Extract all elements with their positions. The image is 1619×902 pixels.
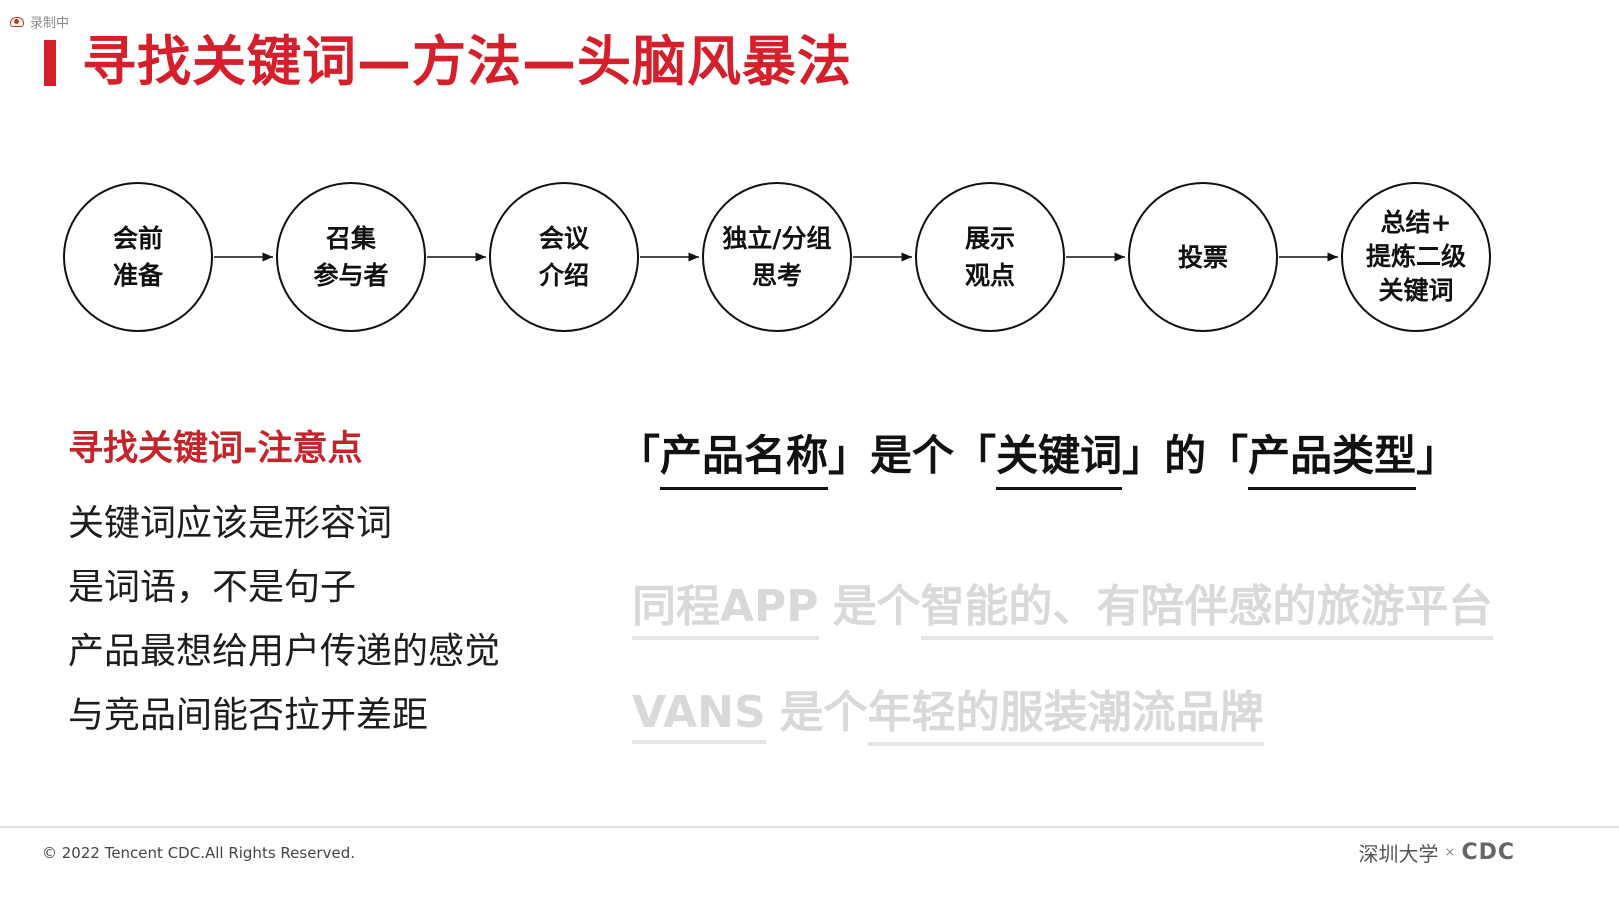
- example-product-name: 同程APP: [632, 570, 819, 640]
- bracket-open: 「: [1206, 431, 1249, 480]
- szu-logo: 深圳大学: [1358, 842, 1439, 866]
- example-tongcheng: 同程APP 是个 智能的、有陪伴感的 旅游平台: [632, 570, 1493, 640]
- cdc-logo: CDC: [1461, 840, 1515, 865]
- footer-divider: [0, 826, 1619, 828]
- partner-logos: 深圳大学 × CDC: [1359, 838, 1515, 867]
- formula-de: 的: [1164, 431, 1207, 480]
- bracket-close: 」: [1122, 431, 1165, 480]
- example-vans: VANS 是个 年轻的 服装潮流品牌: [632, 676, 1264, 746]
- keyword-formula: 「 产品名称 」 是个 「 关键词 」 的 「 产品类型 」: [618, 422, 1458, 490]
- title-accent-bar: [44, 40, 56, 86]
- notes-item: 是词语，不是句子: [68, 567, 357, 608]
- notes-item: 与竞品间能否拉开差距: [68, 695, 429, 736]
- flow-step-pre-meeting: 会前 准备: [63, 182, 213, 332]
- flow-step-individual-thinking: 独立/分组 思考: [702, 182, 852, 332]
- notes-item: 产品最想给用户传递的感觉: [68, 631, 501, 672]
- formula-is-a: 是个: [870, 431, 955, 480]
- notes-item: 关键词应该是形容词: [68, 503, 393, 544]
- notes-list: 关键词应该是形容词 是词语，不是句子 产品最想给用户传递的感觉 与竞品间能否拉开…: [68, 492, 500, 748]
- formula-product-type: 产品类型: [1248, 422, 1417, 490]
- example-is-a: 是个: [832, 581, 921, 632]
- example-product-name: VANS: [632, 687, 766, 744]
- example-product-type: 旅游平台: [1316, 570, 1493, 640]
- notes-heading: 寻找关键词-注意点: [68, 429, 363, 469]
- flow-step-vote: 投票: [1128, 182, 1278, 332]
- recording-label: 录制中: [30, 16, 70, 31]
- formula-product-name: 产品名称: [660, 422, 829, 490]
- copyright-text: © 2022 Tencent CDC.All Rights Reserved.: [42, 844, 355, 862]
- example-keyword: 智能的、有陪伴感的: [920, 570, 1317, 640]
- slide-title: 寻找关键词—方法—头脑风暴法: [82, 30, 852, 93]
- cloud-record-icon: [10, 16, 24, 27]
- bracket-open: 「: [618, 431, 661, 480]
- bracket-close: 」: [1416, 431, 1459, 480]
- formula-keyword: 关键词: [996, 422, 1123, 490]
- bracket-open: 「: [954, 431, 997, 480]
- flow-step-summarize: 总结+ 提炼二级 关键词: [1341, 182, 1491, 332]
- example-is-a: 是个: [779, 687, 868, 738]
- logo-separator: ×: [1444, 845, 1456, 860]
- flow-step-gather-participants: 召集 参与者: [276, 182, 426, 332]
- flow-step-meeting-intro: 会议 介绍: [489, 182, 639, 332]
- recording-indicator: 录制中: [10, 12, 69, 31]
- example-product-type: 服装潮流品牌: [999, 676, 1264, 746]
- flow-step-present-views: 展示 观点: [915, 182, 1065, 332]
- bracket-close: 」: [828, 431, 871, 480]
- example-keyword: 年轻的: [867, 676, 1000, 746]
